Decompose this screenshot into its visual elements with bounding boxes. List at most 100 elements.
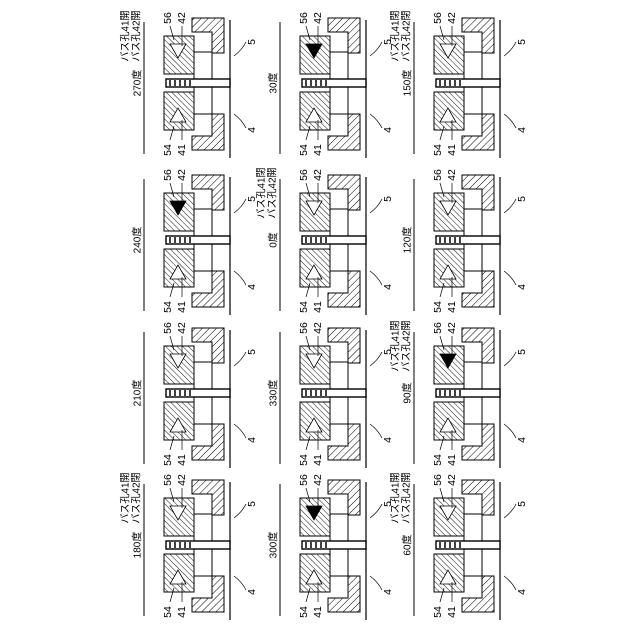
bypass-status-note: バス孔42開 <box>401 472 413 523</box>
upper-housing <box>192 480 224 515</box>
ref-41: 41 <box>312 144 324 156</box>
upper-housing <box>462 18 494 53</box>
upper-housing <box>462 175 494 210</box>
leader-line <box>234 271 246 285</box>
leader-line <box>370 504 382 518</box>
leader-line <box>504 424 516 438</box>
ref-42: 42 <box>176 474 188 486</box>
bypass-status-note: バス孔41開 <box>390 472 402 523</box>
ref-56: 56 <box>162 322 174 334</box>
lower-housing <box>192 576 224 612</box>
angle-label: 120度 <box>401 227 414 254</box>
panel: 56425441540度バス孔41閉バス孔42開 <box>256 167 394 315</box>
ref-5: 5 <box>516 196 528 202</box>
panel: 5642544154150度バス孔41閉バス孔42閉 <box>390 10 528 158</box>
leader-line <box>504 504 516 518</box>
leader-line <box>504 199 516 213</box>
lower-housing <box>462 271 494 307</box>
ref-42: 42 <box>446 12 458 24</box>
leader-line <box>370 352 382 366</box>
upper-housing <box>462 480 494 515</box>
upper-housing <box>328 480 360 515</box>
bypass-status-note: バス孔41閉 <box>390 320 402 371</box>
ref-4: 4 <box>382 437 394 443</box>
leader-line <box>504 42 516 56</box>
panel-grid: 5642544154270度バス孔41開バス孔42開5642544154240度… <box>120 10 528 620</box>
angle-label: 90度 <box>401 382 414 403</box>
ref-54: 54 <box>162 301 174 313</box>
panel: 564254415490度バス孔41閉バス孔42開 <box>390 320 528 468</box>
panel: 5642544154180度バス孔41開バス孔42閉 <box>120 472 258 620</box>
bypass-status-note: バス孔42閉 <box>401 10 413 61</box>
leader-line <box>504 352 516 366</box>
angle-label: 30度 <box>267 72 280 93</box>
leader-line <box>370 576 382 590</box>
leader-line <box>234 424 246 438</box>
leader-line <box>234 114 246 128</box>
ref-42: 42 <box>446 474 458 486</box>
upper-housing <box>192 175 224 210</box>
ref-42: 42 <box>446 169 458 181</box>
ref-4: 4 <box>246 437 258 443</box>
upper-housing <box>328 18 360 53</box>
lower-housing <box>328 114 360 150</box>
ref-4: 4 <box>246 284 258 290</box>
ref-4: 4 <box>516 589 528 595</box>
ref-41: 41 <box>312 606 324 618</box>
ref-56: 56 <box>432 322 444 334</box>
panel: 564254415430度 <box>267 12 394 158</box>
ref-5: 5 <box>246 349 258 355</box>
ref-42: 42 <box>312 322 324 334</box>
ref-54: 54 <box>162 454 174 466</box>
ref-54: 54 <box>298 144 310 156</box>
ref-4: 4 <box>246 127 258 133</box>
bypass-status-note: バス孔41閉 <box>390 10 402 61</box>
ref-54: 54 <box>432 301 444 313</box>
ref-42: 42 <box>176 169 188 181</box>
upper-housing <box>328 328 360 363</box>
angle-label: 60度 <box>401 534 414 555</box>
leader-line <box>234 42 246 56</box>
upper-housing <box>328 175 360 210</box>
ref-5: 5 <box>246 501 258 507</box>
ref-4: 4 <box>516 437 528 443</box>
ref-41: 41 <box>176 606 188 618</box>
panel: 564254415460度バス孔41開バス孔42開 <box>390 472 528 620</box>
lower-housing <box>192 271 224 307</box>
lower-housing <box>462 576 494 612</box>
leader-line <box>370 271 382 285</box>
ref-54: 54 <box>432 144 444 156</box>
lower-housing <box>328 271 360 307</box>
ref-56: 56 <box>162 474 174 486</box>
lower-housing <box>462 424 494 460</box>
upper-housing <box>462 328 494 363</box>
bypass-status-note: バス孔42開 <box>267 167 279 218</box>
upper-housing <box>192 328 224 363</box>
ref-4: 4 <box>382 127 394 133</box>
ref-42: 42 <box>446 322 458 334</box>
lower-housing <box>328 424 360 460</box>
ref-4: 4 <box>516 284 528 290</box>
ref-56: 56 <box>162 12 174 24</box>
ref-56: 56 <box>432 12 444 24</box>
ref-41: 41 <box>176 144 188 156</box>
ref-41: 41 <box>176 301 188 313</box>
bypass-status-note: バス孔42開 <box>131 10 143 61</box>
ref-5: 5 <box>516 349 528 355</box>
leader-line <box>370 424 382 438</box>
ref-42: 42 <box>312 474 324 486</box>
ref-41: 41 <box>176 454 188 466</box>
ref-54: 54 <box>162 606 174 618</box>
ref-54: 54 <box>162 144 174 156</box>
ref-54: 54 <box>432 606 444 618</box>
bypass-status-note: バス孔42閉 <box>131 472 143 523</box>
bypass-status-note: バス孔42開 <box>401 320 413 371</box>
upper-housing <box>192 18 224 53</box>
ref-41: 41 <box>446 301 458 313</box>
ref-42: 42 <box>312 12 324 24</box>
panel: 5642544154120度 <box>401 169 528 315</box>
panel: 5642544154300度 <box>267 474 394 620</box>
ref-42: 42 <box>176 12 188 24</box>
ref-5: 5 <box>246 39 258 45</box>
ref-56: 56 <box>162 169 174 181</box>
